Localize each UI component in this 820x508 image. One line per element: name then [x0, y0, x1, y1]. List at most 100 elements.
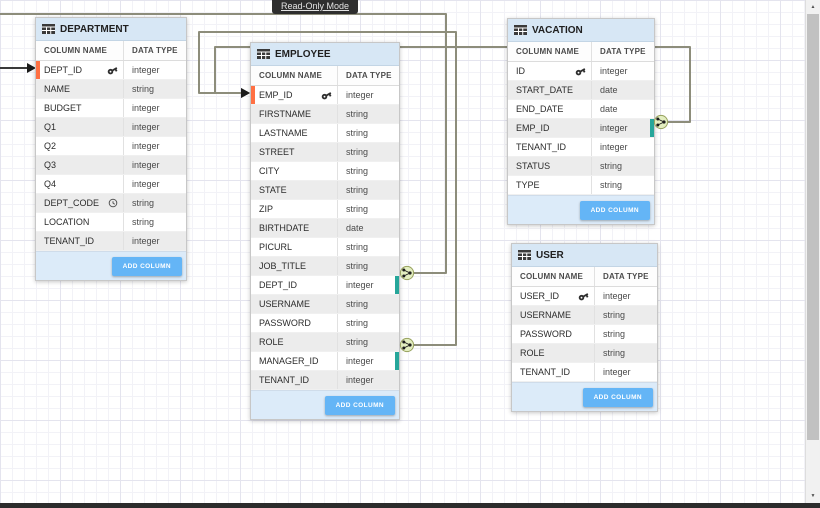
- table-title-bar[interactable]: VACATION: [508, 19, 654, 42]
- vertical-scrollbar[interactable]: ▲ ▼: [805, 0, 820, 503]
- add-column-button[interactable]: ADD COLUMN: [324, 395, 395, 415]
- column-name-cell: DEPT_ID: [36, 61, 123, 79]
- table-grid-icon: [514, 25, 527, 35]
- column-name: Q3: [44, 160, 57, 170]
- column-type-cell: integer: [123, 118, 186, 136]
- column-name: TENANT_ID: [259, 375, 310, 385]
- column-name: NAME: [44, 84, 71, 94]
- scrollbar-up-button[interactable]: ▲: [810, 4, 816, 10]
- column-name-cell: Q2: [36, 137, 123, 155]
- column-name-header: COLUMN NAME: [516, 47, 580, 56]
- relation-connector[interactable]: [399, 265, 415, 281]
- column-name: TENANT_ID: [516, 142, 567, 152]
- relation-connector-icon: [399, 337, 415, 353]
- column-name: PASSWORD: [259, 318, 311, 328]
- column-name: LOCATION: [44, 217, 90, 227]
- column-name: PASSWORD: [520, 329, 572, 339]
- relation-connector[interactable]: [653, 114, 669, 130]
- column-row-q4[interactable]: Q4 integer: [36, 175, 186, 194]
- column-type-cell: integer: [123, 99, 186, 117]
- column-name-cell: USERNAME: [251, 295, 337, 313]
- column-name: TYPE: [516, 180, 540, 190]
- column-name-cell: STATE: [251, 181, 337, 199]
- column-name-cell: LOCATION: [36, 213, 123, 231]
- column-name-cell: TENANT_ID: [512, 363, 594, 381]
- scrollbar-down-button[interactable]: ▼: [810, 493, 816, 499]
- column-type-cell: integer: [123, 61, 186, 79]
- add-column-button[interactable]: ADD COLUMN: [579, 200, 650, 220]
- relation-connector[interactable]: [399, 337, 415, 353]
- table-footer: ADD COLUMN: [251, 390, 399, 419]
- column-type-cell: string: [337, 162, 399, 180]
- table-footer: ADD COLUMN: [508, 195, 654, 224]
- column-name-cell: USERNAME: [512, 306, 594, 324]
- column-type-cell: integer: [123, 175, 186, 193]
- column-type-cell: integer: [594, 363, 657, 381]
- column-name: STATE: [259, 185, 287, 195]
- column-name: Q4: [44, 179, 57, 189]
- table-title: VACATION: [532, 24, 583, 36]
- column-name-cell: ID: [508, 62, 591, 80]
- column-type-cell: string: [123, 194, 186, 212]
- column-type-cell: date: [591, 81, 654, 99]
- column-name: Q2: [44, 141, 57, 151]
- table-grid-icon: [518, 250, 531, 260]
- column-name-cell: PASSWORD: [251, 314, 337, 332]
- relation-arrowhead: [241, 88, 250, 98]
- column-name: USER_ID: [520, 291, 560, 301]
- table-title-bar[interactable]: EMPLOYEE: [251, 43, 399, 66]
- column-name: MANAGER_ID: [259, 356, 319, 366]
- add-column-button[interactable]: ADD COLUMN: [582, 387, 653, 407]
- table-title-bar[interactable]: USER: [512, 244, 657, 267]
- column-name-header: COLUMN NAME: [259, 71, 323, 80]
- scrollbar-thumb[interactable]: [807, 14, 819, 440]
- column-name-cell: NAME: [36, 80, 123, 98]
- column-name: BIRTHDATE: [259, 223, 310, 233]
- table-title: EMPLOYEE: [275, 48, 331, 60]
- add-column-button[interactable]: ADD COLUMN: [111, 256, 182, 276]
- table-title-bar[interactable]: DEPARTMENT: [36, 18, 186, 41]
- column-name: USERNAME: [259, 299, 311, 309]
